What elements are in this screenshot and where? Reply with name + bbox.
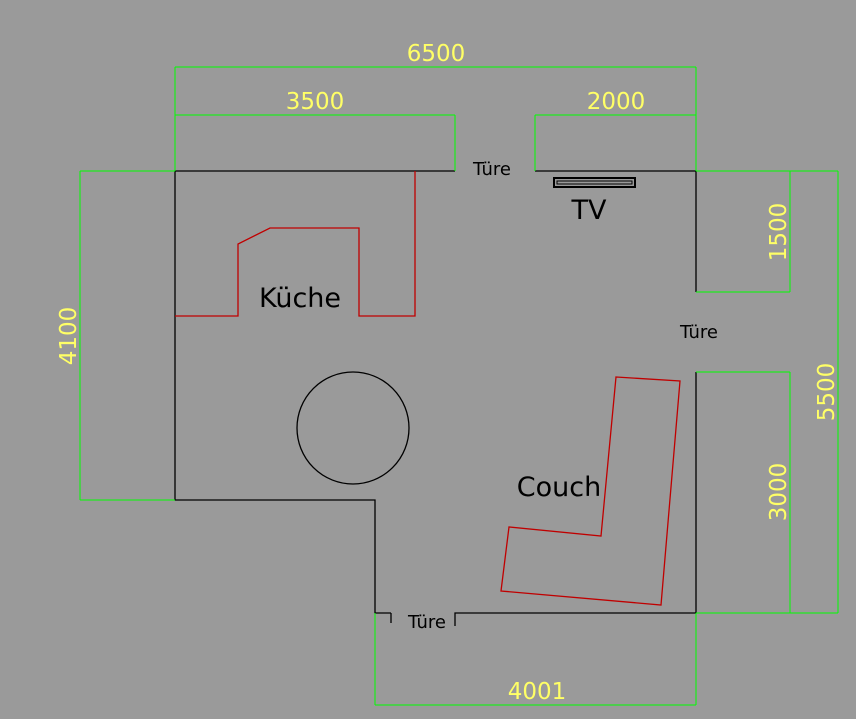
kitchen-label: Küche xyxy=(259,283,341,314)
dim-bottom-width: 4001 xyxy=(508,679,567,705)
walls xyxy=(174,170,697,626)
dim-right-total: 5500 xyxy=(814,363,840,422)
tv-label: TV xyxy=(571,195,607,226)
dimension-lines xyxy=(79,66,839,706)
door-label-bottom: Türe xyxy=(407,612,446,633)
dim-right-bottom: 3000 xyxy=(766,463,792,522)
dining-table xyxy=(296,371,410,485)
door-label-top: Türe xyxy=(472,159,511,180)
door-label-right: Türe xyxy=(679,322,718,343)
tv-unit xyxy=(553,177,636,188)
couch-label: Couch xyxy=(517,472,601,503)
dim-top-left: 3500 xyxy=(286,89,345,115)
couch xyxy=(500,376,681,606)
wall-top-left xyxy=(174,170,455,614)
dim-overall-width: 6500 xyxy=(407,41,466,67)
wall-bottom-right xyxy=(454,612,696,626)
dim-right-top: 1500 xyxy=(766,203,792,262)
dim-top-right: 2000 xyxy=(587,89,646,115)
dim-left-height: 4100 xyxy=(56,307,82,366)
kitchen-counter xyxy=(175,171,416,317)
